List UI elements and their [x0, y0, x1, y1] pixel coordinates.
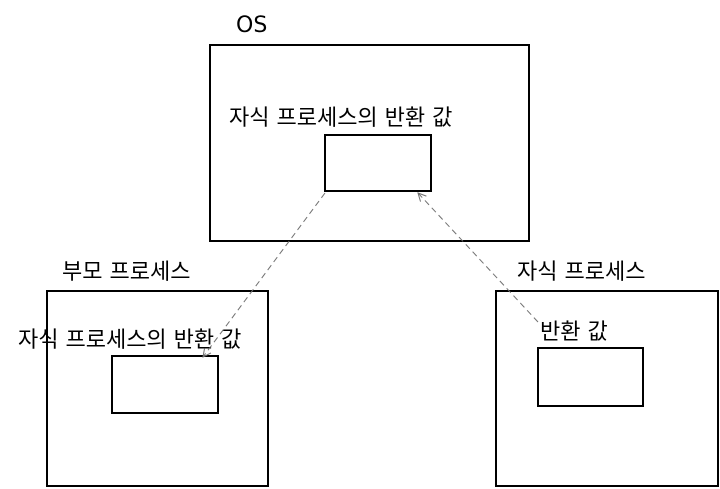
parent-slot-box [111, 355, 219, 414]
child-process-node: 자식 프로세스 반환 값 [495, 260, 719, 487]
parent-slot-label: 자식 프로세스의 반환 값 [18, 328, 241, 353]
os-to-parent-arrow [203, 192, 326, 357]
os-slot-box [324, 134, 432, 192]
child-process-title: 자식 프로세스 [517, 260, 645, 285]
os-node: OS 자식 프로세스의 반환 값 [209, 13, 530, 242]
os-slot-label: 자식 프로세스의 반환 값 [229, 106, 452, 131]
os-title: OS [236, 13, 267, 38]
child-slot-label: 반환 값 [540, 320, 608, 345]
parent-process-node: 부모 프로세스 자식 프로세스의 반환 값 [18, 260, 269, 487]
child-slot-box [537, 347, 644, 407]
parent-process-title: 부모 프로세스 [62, 260, 190, 285]
